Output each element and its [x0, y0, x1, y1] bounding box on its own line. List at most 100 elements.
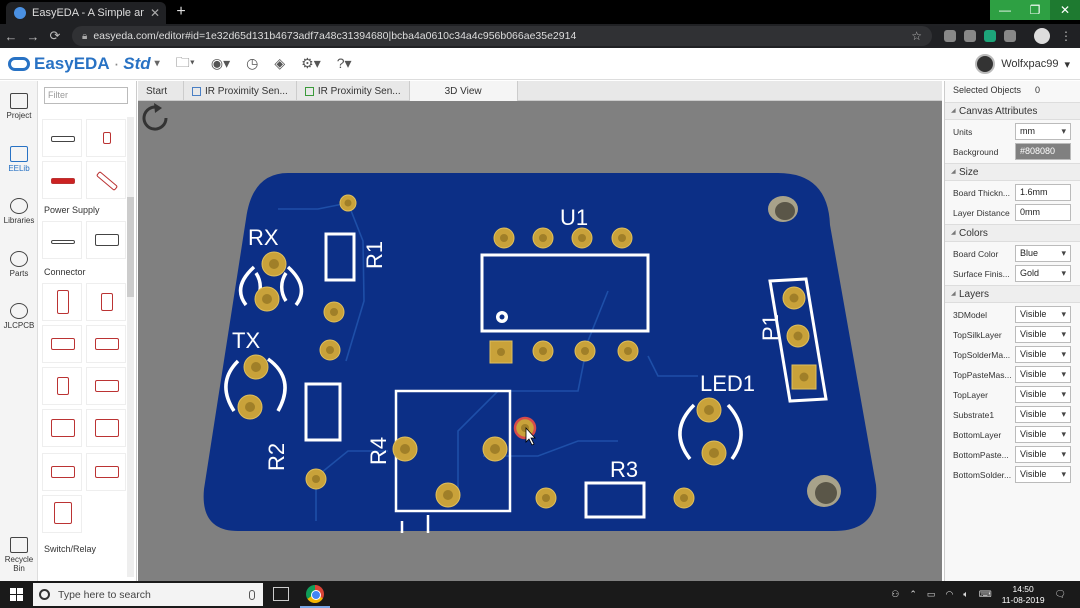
library-symbol[interactable] [86, 119, 126, 157]
library-symbol[interactable] [86, 283, 126, 321]
bookmark-star-icon[interactable]: ☆ [911, 29, 922, 43]
library-symbol[interactable] [42, 325, 82, 363]
board-color-select[interactable]: Blue [1015, 245, 1071, 262]
layers-header[interactable]: Layers [945, 285, 1080, 303]
notification-icon[interactable]: 🗨︎ [1054, 589, 1066, 599]
layer-distance-input[interactable]: 0mm [1015, 204, 1071, 221]
nav-jlcpcb[interactable]: JLCPCB [0, 303, 38, 330]
library-symbol[interactable] [42, 161, 82, 199]
thickness-input[interactable]: 1.6mm [1015, 184, 1071, 201]
library-symbol[interactable] [86, 409, 126, 447]
library-symbol[interactable] [42, 409, 82, 447]
library-symbol[interactable] [42, 453, 82, 491]
section-connector[interactable]: Connector [44, 267, 86, 277]
browser-menu-icon[interactable]: ⋮ [1060, 29, 1072, 43]
language-icon[interactable]: ⌨ [978, 589, 992, 599]
clock-date: 11-08-2019 [1001, 594, 1045, 605]
colors-header[interactable]: Colors [945, 224, 1080, 242]
section-power-supply[interactable]: Power Supply [44, 205, 100, 215]
browser-tab[interactable]: EasyEDA - A Simple and Powerfu... ✕ [6, 2, 166, 24]
silk-rx: RX [248, 225, 279, 250]
user-menu[interactable]: Wolfxpac99 ▾ [975, 54, 1070, 74]
restore-icon[interactable]: ❐ [1020, 0, 1050, 20]
forward-icon[interactable]: → [26, 28, 40, 44]
reset-view-icon[interactable] [138, 101, 172, 135]
taskbar-clock[interactable]: 14:50 11-08-2019 [1002, 584, 1045, 606]
microphone-icon[interactable] [249, 589, 255, 600]
easyeda-logo[interactable]: EasyEDA · Std ▾ [8, 54, 160, 74]
size-header[interactable]: Size [945, 163, 1080, 181]
nav-eelib[interactable]: EELib [0, 146, 38, 173]
scrollbar-thumb[interactable] [127, 197, 134, 297]
extension-icon[interactable] [944, 30, 956, 42]
library-symbol[interactable] [86, 453, 126, 491]
layer-visibility-select[interactable]: Visible [1015, 406, 1071, 423]
task-view-icon[interactable] [273, 587, 289, 601]
library-symbol[interactable] [86, 325, 126, 363]
layers-icon[interactable]: ◈ [274, 55, 286, 71]
tab-schematic[interactable]: IR Proximity Sen... [184, 81, 297, 101]
layer-visibility-select[interactable]: Visible [1015, 306, 1071, 323]
library-symbol[interactable] [42, 283, 82, 321]
layer-visibility-select[interactable]: Visible [1015, 366, 1071, 383]
minimize-icon[interactable]: — [990, 0, 1020, 20]
nav-parts[interactable]: Parts [0, 251, 38, 278]
layer-visibility-select[interactable]: Visible [1015, 346, 1071, 363]
background-color-field[interactable]: #808080 [1015, 143, 1071, 160]
windows-start-icon[interactable] [10, 588, 23, 601]
reload-icon[interactable]: ⟳ [49, 28, 61, 43]
help-icon[interactable]: ?▾ [336, 55, 352, 71]
people-icon[interactable]: ⚇ [891, 589, 900, 599]
tab-3d-view[interactable]: 3D View [409, 81, 518, 101]
battery-icon[interactable]: ▭ [926, 589, 936, 599]
selected-objects-label: Selected Objects [953, 85, 1022, 95]
tab-pcb[interactable]: IR Proximity Sen... [297, 81, 410, 101]
units-select[interactable]: mm [1015, 123, 1071, 140]
taskbar-search-input[interactable]: Type here to search [33, 583, 263, 606]
layer-visibility-select[interactable]: Visible [1015, 386, 1071, 403]
profile-avatar-icon[interactable] [1034, 28, 1050, 44]
extension-icon[interactable] [964, 30, 976, 42]
tray-chevron-icon[interactable]: ⌃ [909, 589, 917, 599]
network-icon[interactable]: ◠ [945, 589, 954, 599]
url-input[interactable]: 🔒︎ easyeda.com/editor#id=1e32d65d131b467… [72, 26, 932, 46]
nav-libraries[interactable]: Libraries [0, 198, 38, 225]
tab-start[interactable]: Start [138, 81, 184, 101]
folder-icon[interactable]: 🗀︎▾ [175, 53, 195, 70]
library-scrollbar[interactable] [127, 117, 134, 577]
surface-finish-row: Surface Finis... Gold [945, 265, 1080, 285]
surface-finish-select[interactable]: Gold [1015, 265, 1071, 282]
extension-icon[interactable] [984, 30, 996, 42]
volume-icon[interactable]: 🔈︎ [963, 589, 969, 599]
extension-icon[interactable] [1004, 30, 1016, 42]
eye-icon[interactable]: ◉▾ [210, 55, 231, 71]
library-symbol[interactable] [42, 495, 82, 533]
library-symbol[interactable] [86, 221, 126, 259]
library-symbol[interactable] [42, 119, 82, 157]
nav-recycle-bin[interactable]: Recycle Bin [0, 537, 38, 573]
library-symbol[interactable] [86, 161, 126, 199]
section-switch-relay[interactable]: Switch/Relay [44, 544, 97, 554]
layer-visibility-select[interactable]: Visible [1015, 466, 1071, 483]
layer-visibility-select[interactable]: Visible [1015, 446, 1071, 463]
canvas-attributes-header[interactable]: Canvas Attributes [945, 102, 1080, 120]
gear-icon[interactable]: ⚙▾ [301, 55, 321, 71]
library-symbol[interactable] [86, 367, 126, 405]
library-symbol[interactable] [42, 367, 82, 405]
close-window-icon[interactable]: ✕ [1050, 0, 1080, 20]
history-icon[interactable]: ◷ [246, 55, 259, 71]
library-symbol[interactable] [42, 221, 82, 259]
back-icon[interactable]: ← [4, 28, 18, 44]
logo-dropdown-icon[interactable]: ▾ [154, 58, 160, 69]
new-tab-button[interactable]: + [176, 3, 186, 20]
nav-project[interactable]: Project [0, 93, 38, 120]
nav-label: Project [6, 111, 32, 120]
cloud-logo-icon [8, 56, 30, 71]
chrome-taskbar-icon[interactable] [306, 585, 324, 603]
3d-view-canvas[interactable]: RX TX U1 R3 LED1 R1 R2 R4 P1 [138, 101, 942, 581]
layer-row: TopSolderMa... Visible [945, 346, 1080, 366]
filter-input[interactable]: Filter [44, 87, 128, 104]
layer-visibility-select[interactable]: Visible [1015, 326, 1071, 343]
close-tab-icon[interactable]: ✕ [149, 6, 160, 20]
layer-visibility-select[interactable]: Visible [1015, 426, 1071, 443]
